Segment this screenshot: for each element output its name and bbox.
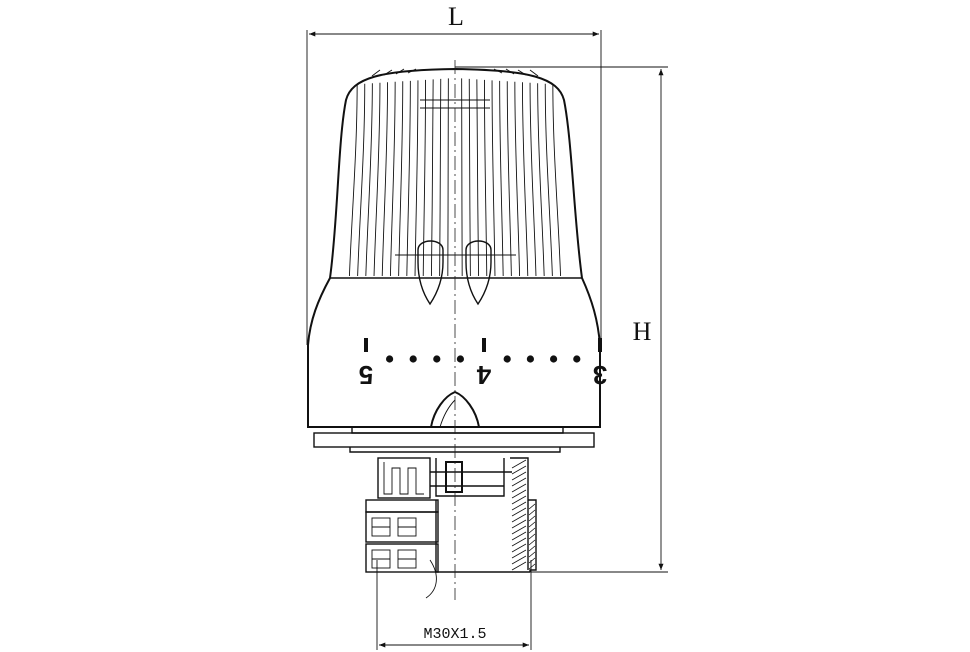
knob-rib: [522, 82, 529, 277]
scale-tick-3: [598, 338, 602, 352]
valve-connector: [365, 457, 537, 599]
knob-rib: [537, 83, 545, 277]
dimension-l: L: [306, 2, 602, 345]
scale-dot: [409, 355, 417, 363]
knob-rib: [389, 81, 396, 277]
scale-dots: [386, 355, 581, 363]
knob-ribs: [348, 78, 562, 277]
height-label: H: [633, 317, 652, 346]
dimension-h: H: [455, 66, 668, 573]
scale-dot: [550, 355, 558, 363]
dimension-thread: M30X1.5: [376, 560, 532, 650]
knob-rib: [491, 80, 496, 277]
scale-dot: [456, 355, 464, 363]
scale-number-3: 3: [593, 360, 607, 390]
scale-dot: [526, 355, 535, 363]
scale-dot: [433, 355, 441, 363]
scale-dot: [503, 355, 511, 363]
knob-rib: [447, 78, 449, 277]
scale-tick-5: [364, 338, 368, 352]
scale-tick-4: [482, 338, 486, 352]
knob-cap: [329, 67, 583, 279]
knob-rib: [373, 82, 381, 277]
knob-rib: [439, 78, 442, 277]
knob-rib: [357, 83, 366, 277]
knob-rib: [461, 78, 463, 277]
knob-rib: [468, 78, 471, 277]
knob-rib: [484, 79, 488, 277]
knob-rib: [552, 84, 562, 277]
knob-rib: [365, 83, 373, 277]
thread-label: M30X1.5: [423, 626, 486, 643]
knob-rib: [514, 81, 521, 277]
knob-rib: [529, 82, 537, 277]
knob-body: [307, 277, 601, 428]
knob-rib: [381, 82, 388, 277]
knob-rib: [398, 81, 404, 277]
knob-rib: [414, 80, 419, 277]
knob-rib: [506, 81, 512, 277]
nut-detail: [371, 517, 417, 569]
cross-section-hatch: [511, 459, 536, 571]
scale-number-4: 4: [476, 360, 491, 390]
knob-rib: [499, 80, 504, 277]
knob-top-hatch: [371, 68, 539, 77]
scale-dot: [573, 355, 581, 363]
knob-rib: [406, 80, 411, 277]
scale-dot: [386, 355, 394, 363]
scale-number-5: 5: [359, 360, 373, 390]
knob-rib: [422, 79, 426, 277]
width-label: L: [448, 2, 464, 31]
knob-pointer-marks: [417, 240, 492, 306]
knob-rib: [476, 79, 480, 277]
knob-rib: [348, 84, 358, 277]
temperature-scale: 5 4 3: [359, 338, 607, 390]
base-flange: [313, 427, 595, 453]
knob-rib: [544, 83, 553, 277]
knob-rib: [430, 79, 434, 277]
